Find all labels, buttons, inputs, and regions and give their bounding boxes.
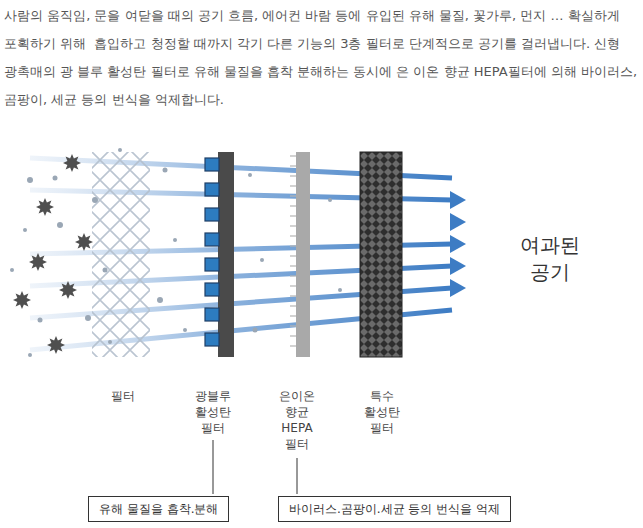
- particle-dot: [103, 268, 108, 273]
- output-label: 여과된 공기: [508, 232, 592, 286]
- filter-label: 은이온 향균 HEPA 필터: [273, 388, 321, 452]
- particle-dot: [173, 238, 177, 242]
- filter-tick: [290, 245, 296, 246]
- particle-dot: [118, 148, 122, 152]
- particle-dot: [38, 318, 43, 323]
- filter-label: 특수 활성탄 필터: [358, 388, 406, 436]
- filter-tooth: [205, 233, 219, 246]
- filter-tooth: [205, 208, 219, 221]
- arrow-head: [450, 213, 466, 231]
- particle-dot: [28, 353, 32, 357]
- particle-dot: [183, 328, 187, 332]
- filter-tooth: [205, 183, 219, 196]
- hepa-filter: [290, 152, 310, 357]
- particle-dot: [10, 268, 14, 272]
- filter-label: 필터: [99, 388, 147, 404]
- particle-dot: [23, 228, 27, 232]
- filter-tick: [290, 315, 296, 316]
- filter-tick: [290, 255, 296, 256]
- filter-tick: [290, 265, 296, 266]
- particle-dot: [260, 258, 264, 262]
- filter-tick: [290, 325, 296, 326]
- particle-dot: [328, 198, 332, 202]
- filter-tick: [290, 205, 296, 206]
- callout-text: 바이러스.곰팡이.세균 등의 번식을 억제: [289, 501, 500, 517]
- filter-tooth: [205, 158, 219, 171]
- filter-tooth: [205, 258, 219, 271]
- dust-particle: [47, 336, 65, 354]
- filter-tick: [290, 225, 296, 226]
- intro-text: 사람의 움직임, 문을 여닫을 때의 공기 흐름, 에어컨 바람 등에 유입된 …: [4, 2, 640, 114]
- dust-particle: [75, 233, 93, 251]
- filter-tick: [290, 305, 296, 306]
- filter-tick: [290, 295, 296, 296]
- filter-tick: [290, 335, 296, 336]
- filter-tick: [290, 155, 296, 156]
- leader-line: [213, 440, 214, 494]
- particle-dot: [108, 340, 112, 344]
- filter-tick: [290, 215, 296, 216]
- arrow-head: [450, 191, 466, 209]
- particle-dot: [53, 176, 58, 181]
- particle-dot: [27, 177, 33, 183]
- arrow-head: [450, 257, 466, 275]
- arrow-head: [450, 279, 466, 297]
- dust-particle: [13, 291, 31, 309]
- particle-dot: [163, 168, 168, 173]
- particle-dot: [92, 197, 98, 203]
- particle-dot: [253, 328, 258, 333]
- particles: [10, 148, 342, 357]
- dust-particle: [63, 154, 81, 172]
- filter-tooth: [205, 308, 219, 321]
- pre-filter: [92, 152, 150, 357]
- filter-label: 광블루 활성탄 필터: [189, 388, 237, 436]
- filter-tick: [290, 175, 296, 176]
- particle-dot: [157, 297, 163, 303]
- particle-dot: [248, 173, 252, 177]
- callout-box: 바이러스.곰팡이.세균 등의 번식을 억제: [278, 496, 511, 522]
- arrow-heads: [450, 191, 466, 297]
- particle-dot: [85, 315, 91, 321]
- filter-tick: [290, 285, 296, 286]
- dust-particle: [29, 253, 47, 271]
- filter-tick: [290, 275, 296, 276]
- filter-tick: [290, 235, 296, 236]
- filter-tick: [290, 345, 296, 346]
- filter-tick: [290, 185, 296, 186]
- dust-particle: [36, 198, 54, 216]
- carbon-filter: [360, 152, 402, 357]
- leader-line: [297, 458, 298, 494]
- filter-tick: [290, 165, 296, 166]
- filter-tooth: [205, 333, 219, 346]
- callout-text: 유해 물질을 흡착.분해: [99, 501, 218, 517]
- particle-dot: [338, 288, 342, 292]
- dust-particle: [59, 281, 77, 299]
- callout-box: 유해 물질을 흡착.분해: [88, 496, 229, 522]
- particle-dot: [57, 222, 63, 228]
- blue-carbon-filter: [205, 152, 234, 357]
- filter-tooth: [205, 283, 219, 296]
- arrow-head: [450, 235, 466, 253]
- filter-tick: [290, 195, 296, 196]
